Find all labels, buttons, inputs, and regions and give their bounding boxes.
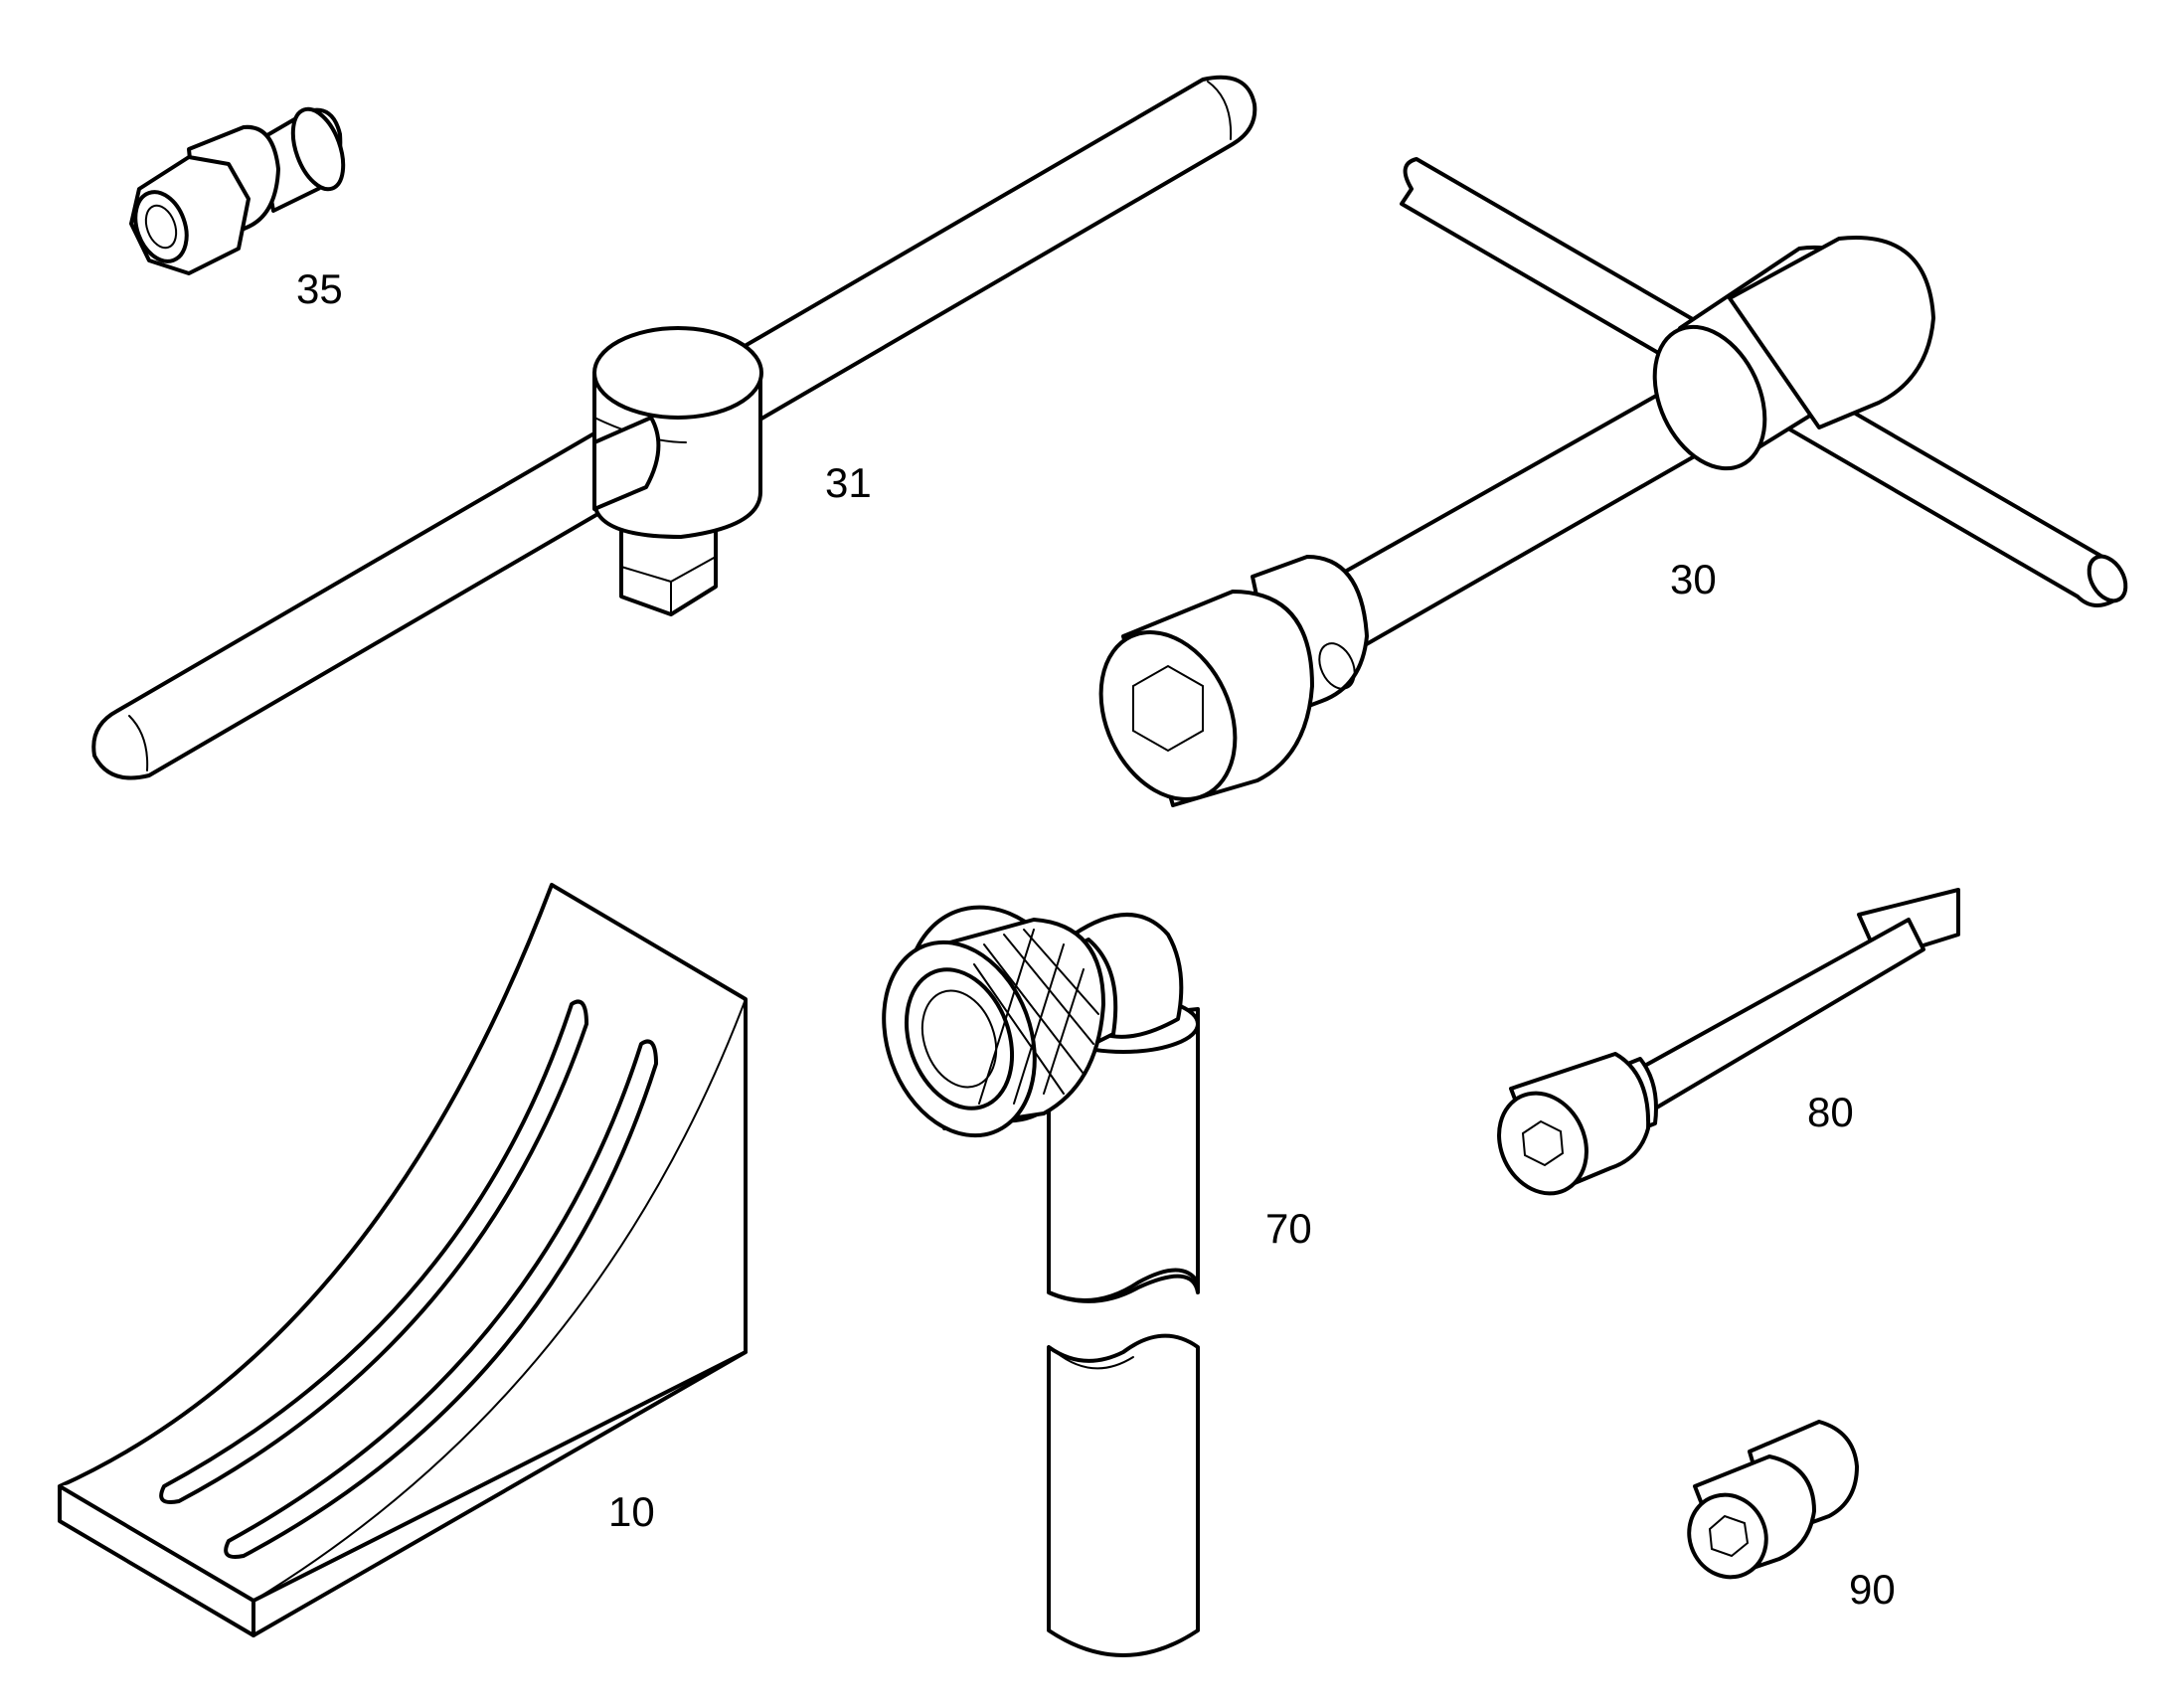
hex-socket-icon xyxy=(1687,1420,1859,1580)
part-label-70: 70 xyxy=(1265,1205,1312,1252)
part-label-30: 30 xyxy=(1670,556,1717,602)
t-handle-drive-bar-icon xyxy=(91,75,1257,780)
part-label-31: 31 xyxy=(825,459,872,506)
part-label-90: 90 xyxy=(1849,1566,1896,1613)
small-socket-icon xyxy=(129,106,346,275)
angled-socket-wrench-icon xyxy=(882,905,1200,1657)
extension-socket-icon xyxy=(1497,888,1960,1196)
wheel-chock-icon xyxy=(58,883,748,1637)
part-label-80: 80 xyxy=(1807,1089,1854,1135)
part-label-10: 10 xyxy=(608,1488,655,1535)
t-bar-box-wrench-icon xyxy=(1098,157,2128,807)
part-label-35: 35 xyxy=(296,265,343,312)
